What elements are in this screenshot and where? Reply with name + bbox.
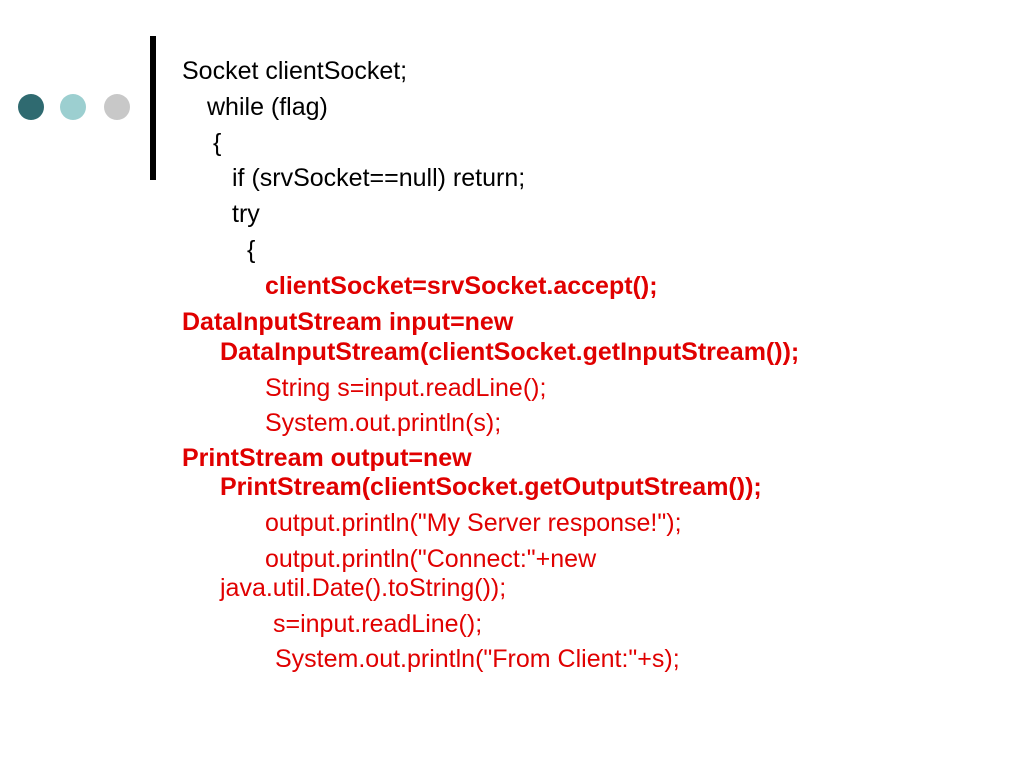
code-line: Socket clientSocket; (182, 57, 408, 85)
code-line: { (213, 129, 222, 157)
dark-teal-dot (18, 94, 44, 120)
code-line-red: System.out.println(s); (265, 409, 502, 437)
code-line-highlight: PrintStream output=new (182, 444, 472, 472)
code-line: while (flag) (207, 93, 328, 121)
code-line-red: System.out.println("From Client:"+s); (275, 645, 680, 673)
code-line-highlight: DataInputStream input=new (182, 308, 514, 336)
code-line-red: java.util.Date().toString()); (220, 574, 507, 602)
code-line-red: s=input.readLine(); (273, 610, 483, 638)
code-line-highlight: clientSocket=srvSocket.accept(); (265, 272, 658, 300)
code-line-red: output.println("My Server response!"); (265, 509, 682, 537)
code-line: { (247, 236, 256, 264)
code-line: try (232, 200, 260, 228)
code-line: if (srvSocket==null) return; (232, 164, 526, 192)
vertical-divider-bar (150, 36, 156, 180)
code-line-red: String s=input.readLine(); (265, 374, 547, 402)
code-line-highlight: PrintStream(clientSocket.getOutputStream… (220, 473, 762, 501)
code-line-highlight: DataInputStream(clientSocket.getInputStr… (220, 338, 800, 366)
light-teal-dot (60, 94, 86, 120)
code-line-red: output.println("Connect:"+new (265, 545, 597, 573)
gray-dot (104, 94, 130, 120)
